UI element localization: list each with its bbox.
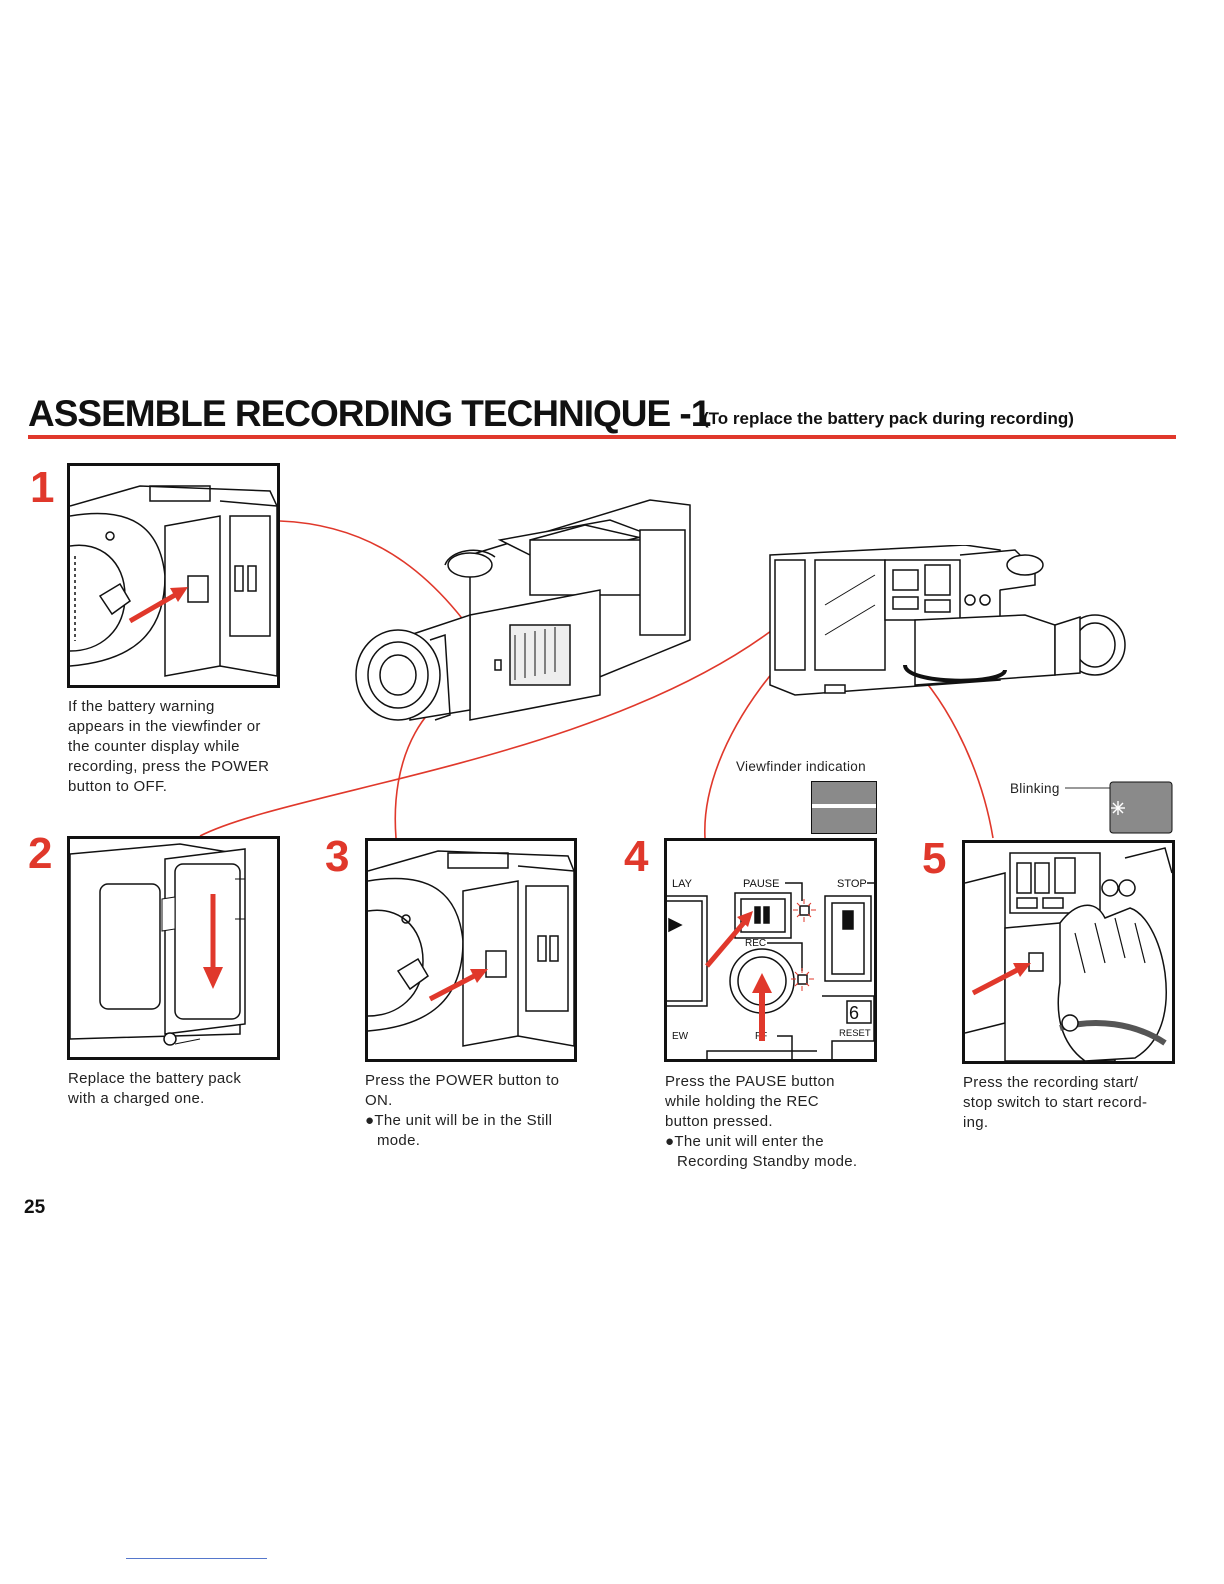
camcorder-rear-illustration	[769, 545, 1126, 696]
caption-line: appears in the viewfinder or	[68, 718, 261, 735]
step-2-caption: Replace the battery pack with a charged …	[68, 1069, 288, 1109]
step-2-illustration	[67, 836, 280, 1060]
caption-line: Recording Standby mode.	[677, 1153, 858, 1170]
caption-line: ●The unit will enter the	[665, 1133, 824, 1150]
counter-digit: 6	[849, 1003, 859, 1023]
caption-line: stop switch to start record-	[963, 1094, 1148, 1111]
lamp-rays-icon	[791, 899, 816, 991]
blinking-label: Blinking	[1010, 781, 1060, 796]
power-button	[485, 950, 507, 978]
blinking-indicator	[1065, 781, 1173, 834]
blink-star-icon	[1111, 801, 1125, 815]
step-4-caption: Press the PAUSE button while holding the…	[665, 1072, 895, 1172]
step-2-number: 2	[28, 829, 53, 878]
caption-line: with a charged one.	[68, 1090, 205, 1107]
pause-label: PAUSE	[743, 878, 779, 890]
viewfinder-screen	[811, 781, 877, 834]
step-1-illustration	[67, 463, 280, 688]
arrow-icon	[428, 969, 488, 1002]
caption-line: Replace the battery pack	[68, 1070, 242, 1087]
connector-step2	[199, 627, 776, 837]
play-label: LAY	[672, 878, 693, 890]
step-3-illustration	[365, 838, 577, 1062]
pause-button	[734, 892, 792, 939]
caption-line: Press the recording start/	[963, 1074, 1139, 1091]
step-1-caption: If the battery warning appears in the vi…	[68, 697, 288, 797]
caption-bullet: ●The unit will enter the Recording Stand…	[665, 1132, 895, 1172]
viewfinder-bar	[812, 804, 876, 808]
caption-bullet: ●The unit will be in the Still mode.	[365, 1111, 595, 1151]
arrow-icon	[128, 587, 188, 624]
step-1-number: 1	[30, 463, 55, 512]
step-3-caption: Press the POWER button to ON. ●The unit …	[365, 1071, 595, 1151]
caption-line: while holding the REC	[665, 1093, 819, 1110]
step-4-number: 4	[624, 832, 649, 881]
stop-label: STOP	[837, 878, 867, 890]
caption-line: ●The unit will be in the Still	[365, 1112, 553, 1129]
page-subtitle: (To replace the battery pack during reco…	[703, 409, 1074, 428]
caption-line: ing.	[963, 1114, 989, 1131]
step-4-illustration: LAY PAUSE STOP REC EW FF RESET 6	[664, 838, 877, 1062]
caption-line: If the battery warning	[68, 698, 215, 715]
power-button	[187, 575, 209, 603]
reset-label: RESET	[839, 1028, 871, 1039]
caption-line: Press the PAUSE button	[665, 1073, 835, 1090]
caption-line: recording, press the POWER	[68, 758, 270, 775]
caption-line: the counter display while	[68, 738, 240, 755]
step-5-number: 5	[922, 834, 947, 883]
caption-line: button to OFF.	[68, 778, 168, 795]
battery-replace-drawing	[70, 843, 246, 1046]
rec-lamp	[797, 974, 808, 985]
step-5-caption: Press the recording start/ stop switch t…	[963, 1073, 1193, 1133]
power-button	[494, 659, 502, 671]
viewfinder-label: Viewfinder indication	[736, 759, 866, 774]
caption-line: button pressed.	[665, 1113, 773, 1130]
battery-pack	[174, 863, 241, 1020]
title-rule	[28, 435, 1176, 439]
down-arrow-icon	[203, 894, 223, 989]
camera-side-closeup	[70, 485, 277, 677]
rew-label: EW	[672, 1031, 689, 1042]
page-title: ASSEMBLE RECORDING TECHNIQUE -1	[28, 393, 711, 434]
step-5-illustration	[962, 840, 1175, 1064]
caption-line: mode.	[377, 1132, 421, 1149]
caption-line: ON.	[365, 1092, 393, 1109]
control-panel-drawing: LAY PAUSE STOP REC EW FF RESET 6	[667, 878, 874, 1059]
page-number: 25	[24, 1197, 46, 1218]
footer-rule	[126, 1558, 267, 1559]
camcorder-front-illustration	[355, 499, 691, 721]
record-switch-hand-drawing	[965, 847, 1172, 1061]
up-arrow-icon	[752, 973, 772, 1041]
camera-side-closeup	[368, 850, 574, 1047]
caption-line: Press the POWER button to	[365, 1072, 560, 1089]
rec-label: REC	[745, 938, 766, 949]
step-3-number: 3	[325, 832, 350, 881]
arrow-icon	[705, 911, 753, 968]
stop-button	[824, 895, 872, 982]
record-switch	[1028, 952, 1044, 972]
pause-lamp	[799, 905, 810, 916]
arrow-icon	[971, 963, 1031, 996]
